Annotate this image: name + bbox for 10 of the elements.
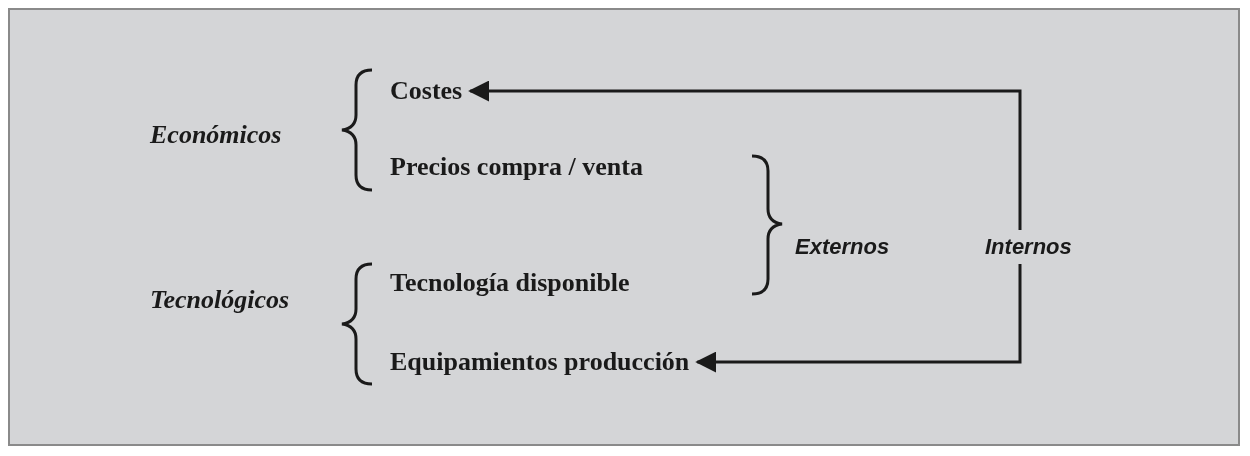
category-label: Externos [795,233,890,261]
category-label: Económicos [150,120,282,150]
category-label: Tecnología disponible [390,268,630,298]
category-label: Tecnológicos [150,285,290,315]
category-label: Precios compra / venta [390,152,643,182]
arrow [468,80,1022,230]
node-text: Costes [390,76,463,106]
node-text: Equipamientos producción [390,347,690,377]
node-text: Internos [985,232,1072,262]
arrow [695,264,1022,373]
